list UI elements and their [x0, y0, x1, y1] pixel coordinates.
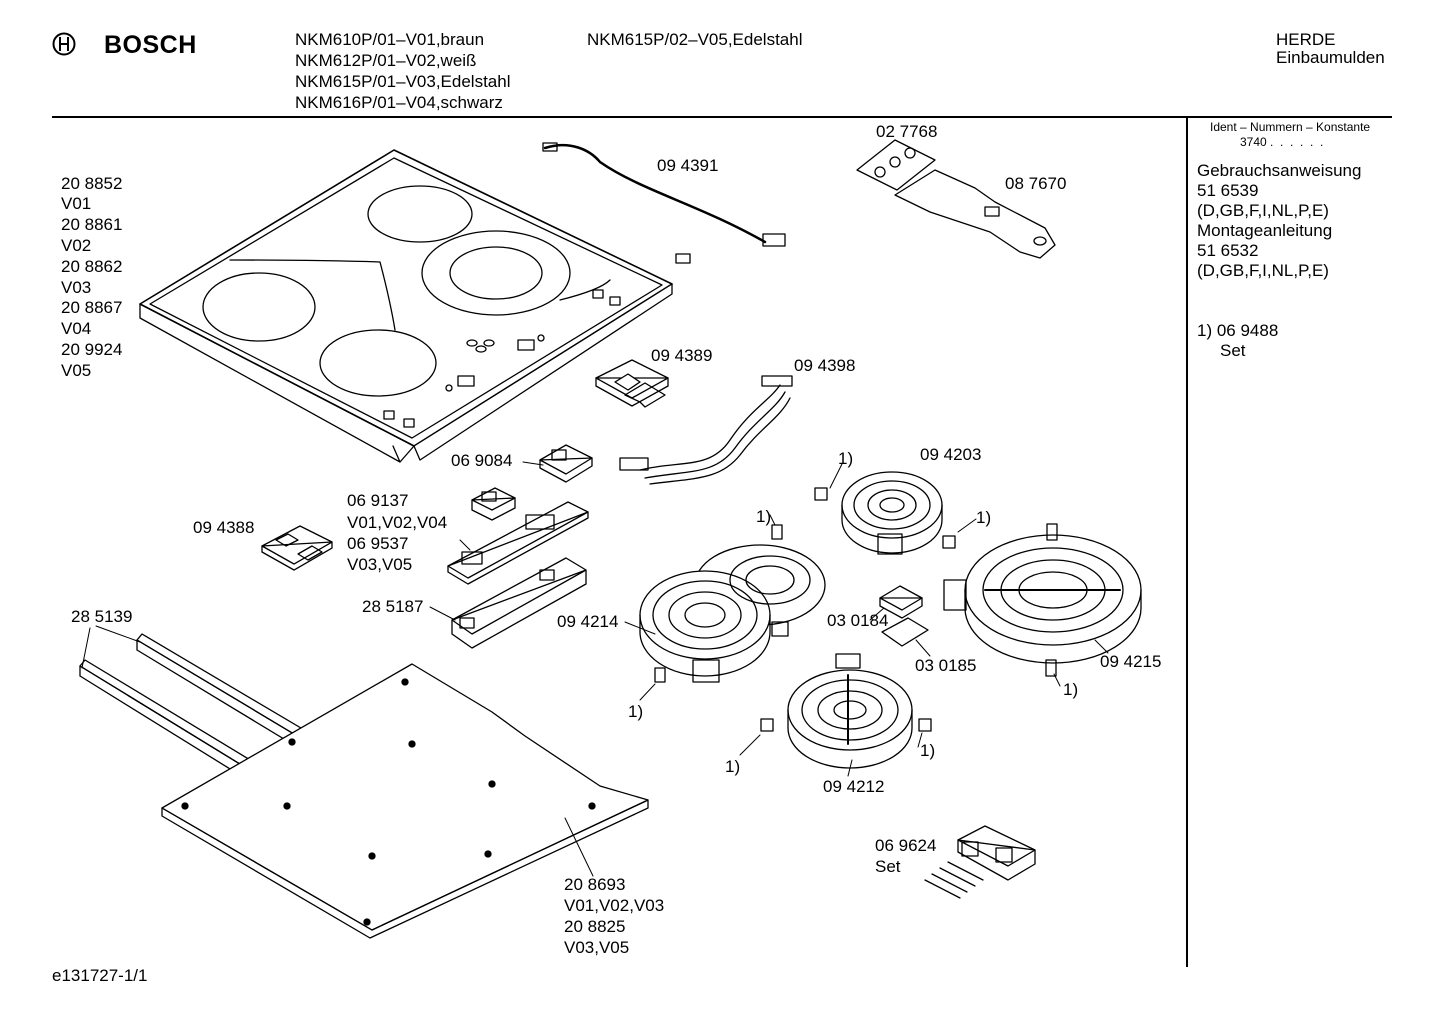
note-ref: 1)	[920, 741, 936, 760]
cover-plate-069137	[447, 501, 589, 585]
base-plate-208693	[161, 663, 649, 939]
model-line: NKM616P/01–V04,schwarz	[295, 93, 503, 112]
note-label: Set	[1220, 341, 1246, 360]
heating-element-094215	[943, 534, 1142, 664]
scraper-087670	[856, 139, 1056, 259]
part-number: 20 8867	[61, 298, 123, 317]
hob-glass-top	[139, 149, 673, 463]
leader-lines	[81, 461, 1109, 877]
part-label-285139: 28 5139	[71, 607, 133, 626]
ident-title: Ident – Nummern – Konstante	[1210, 120, 1371, 134]
note-ref: 1)	[838, 449, 854, 468]
connection-cable-094391	[542, 142, 786, 264]
model-line: NKM612P/01–V02,weiß	[295, 51, 477, 70]
variant-code: V01	[61, 194, 92, 213]
model-line-secondary: NKM615P/02–V05,Edelstahl	[587, 30, 803, 49]
part-label-030185: 03 0185	[915, 656, 977, 675]
category-title: HERDE	[1276, 30, 1336, 49]
bracket-030185	[881, 617, 929, 647]
header-divider	[52, 116, 1392, 118]
part-label-094389: 09 4389	[651, 346, 713, 365]
note-number: 1) 06 9488	[1197, 321, 1279, 340]
control-module-094389	[595, 359, 669, 408]
part-label-094398: 09 4398	[794, 356, 856, 375]
note-ref: 1)	[725, 757, 741, 776]
note-ref: 1)	[1063, 680, 1079, 699]
doc-line: Gebrauchsanweisung	[1197, 161, 1362, 180]
part-number: 20 8852	[61, 174, 123, 193]
clip-parts	[654, 487, 1058, 732]
part-label-069137: 06 9137	[347, 491, 409, 510]
switch-069084	[471, 444, 593, 521]
bracket-285187	[451, 557, 587, 649]
heating-element-094214	[639, 544, 826, 683]
part-label-069537: 06 9537	[347, 534, 409, 553]
doc-line: 51 6532	[1197, 241, 1259, 260]
part-label-094214: 09 4214	[557, 612, 619, 631]
variant-code: V03	[61, 278, 92, 297]
part-label-094203: 09 4203	[920, 445, 982, 464]
part-label: V01,V02,V03	[564, 896, 665, 915]
part-label-069624: 06 9624	[875, 836, 937, 855]
doc-line: Montageanleitung	[1197, 221, 1333, 240]
doc-line: (D,GB,F,I,NL,P,E)	[1197, 201, 1329, 220]
terminal-block-030184	[879, 585, 923, 619]
heating-element-094212	[787, 653, 913, 769]
part-label-094388: 09 4388	[193, 518, 255, 537]
note-ref: 1)	[628, 702, 644, 721]
part-label-285187: 28 5187	[362, 597, 424, 616]
part-variants-069137: V01,V02,V04	[347, 513, 448, 532]
ribbon-cable-094398	[619, 375, 793, 485]
category-subtitle: Einbaumulden	[1276, 48, 1385, 67]
doc-line: (D,GB,F,I,NL,P,E)	[1197, 261, 1329, 280]
part-label-069624-set: Set	[875, 857, 901, 876]
note-ref: 1)	[756, 507, 772, 526]
model-line: NKM615P/01–V03,Edelstahl	[295, 72, 511, 91]
doc-line: 51 6539	[1197, 181, 1259, 200]
part-label-087670: 08 7670	[1005, 174, 1067, 193]
bosch-logo-icon	[52, 32, 76, 56]
control-board-094388	[261, 525, 333, 571]
part-label: 20 8693	[564, 875, 626, 894]
part-label-027768: 02 7768	[876, 122, 938, 141]
brand-name: BOSCH	[104, 31, 197, 59]
connector-set-069624	[924, 825, 1036, 899]
model-line: NKM610P/01–V01,braun	[295, 30, 485, 49]
heating-element-094203	[841, 471, 943, 555]
part-label-069084: 06 9084	[451, 451, 513, 470]
part-number: 20 8861	[61, 215, 123, 234]
part-variants-069537: V03,V05	[347, 555, 413, 574]
footer-code: e131727-1/1	[52, 966, 148, 985]
variant-code: V05	[61, 361, 92, 380]
ident-value: 3740 . . . . . .	[1240, 135, 1324, 149]
variant-code: V02	[61, 236, 92, 255]
part-label: V03,V05	[564, 938, 630, 957]
sidebar-divider	[1186, 117, 1188, 967]
part-number: 20 9924	[61, 340, 123, 359]
part-label-094215: 09 4215	[1100, 652, 1162, 671]
note-ref: 1)	[976, 508, 992, 527]
part-number: 20 8862	[61, 257, 123, 276]
part-label: 20 8825	[564, 917, 626, 936]
part-label-094212: 09 4212	[823, 777, 885, 796]
part-label-094391: 09 4391	[657, 156, 719, 175]
part-label-030184: 03 0184	[827, 611, 889, 630]
variant-code: V04	[61, 319, 92, 338]
